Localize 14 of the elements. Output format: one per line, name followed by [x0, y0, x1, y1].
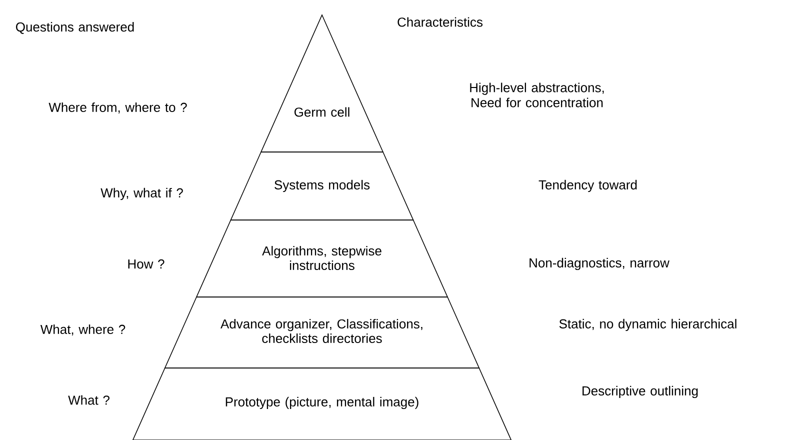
side-label: How ?	[128, 259, 164, 269]
side-label: What ?	[68, 395, 110, 405]
side-label: Tendency toward	[538, 180, 637, 192]
pyramid-band: Systems models	[230, 152, 414, 220]
side-label: Why, what if ?	[100, 188, 183, 200]
side-label: High-level abstractions, Need for concentration	[470, 82, 604, 108]
side-label: Characteristics	[398, 17, 483, 27]
side-label: Questions answered	[16, 22, 134, 34]
side-label: What, where ?	[40, 324, 126, 336]
side-label: Non-diagnostics, narrow	[530, 258, 670, 270]
side-label: Static, no dynamic hierarchical	[559, 318, 736, 332]
pyramid-band: Prototype (picture, mental image)	[132, 368, 512, 440]
side-label: Where from, where to ?	[48, 102, 187, 114]
side-label: Descriptive outlining	[582, 386, 698, 398]
